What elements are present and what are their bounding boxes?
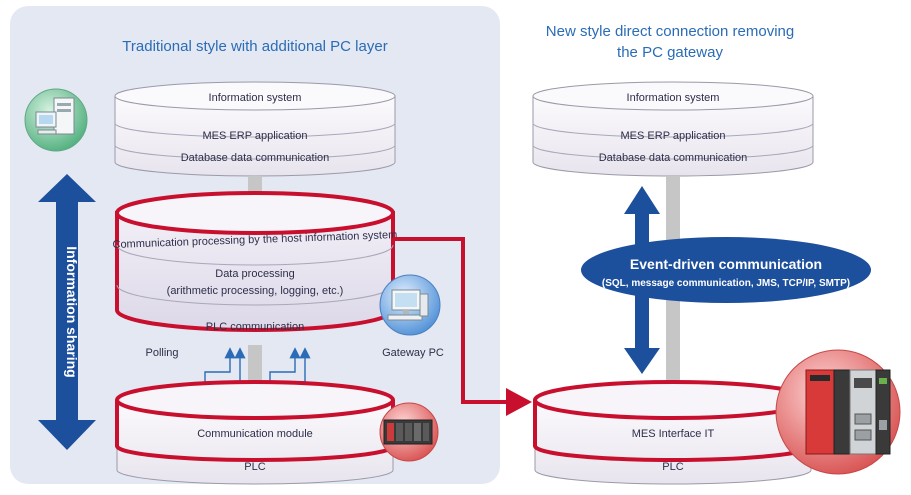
mes-interface-module-icon [775, 349, 901, 475]
left-info-system-label: Information system [209, 92, 302, 104]
right-information-system-cylinder: Information system MES ERP application D… [532, 81, 814, 177]
information-sharing-arrow: Information sharing [38, 174, 96, 450]
left-plc-cylinder: Communication module PLC [115, 380, 395, 485]
gateway-pc-label: Gateway PC [382, 347, 444, 359]
right-mes-erp-label: MES ERP application [621, 130, 726, 142]
left-plc-label: PLC [244, 461, 265, 473]
event-driven-title: Event-driven communication [630, 256, 822, 272]
desktop-pc-icon [379, 274, 441, 336]
server-computer-icon [24, 88, 88, 152]
right-panel-title-line1: New style direct connection removing [546, 23, 794, 40]
information-sharing-label: Information sharing [64, 246, 80, 377]
event-driven-protocols: (SQL, message communication, JMS, TCP/IP… [602, 278, 850, 289]
left-mes-erp-label: MES ERP application [203, 130, 308, 142]
event-driven-communication-badge: Event-driven communication (SQL, message… [581, 237, 871, 303]
gateway-to-mes-red-arrow [393, 237, 532, 416]
left-information-system-cylinder: Information system MES ERP application D… [114, 81, 396, 177]
left-panel-title: Traditional style with additional PC lay… [122, 38, 387, 55]
polling-label: Polling [145, 347, 178, 359]
gateway-processing-cylinder: Communication processing by the host inf… [112, 191, 397, 333]
data-processing-label: Data processing [215, 268, 295, 280]
mes-interface-label: MES Interface IT [632, 428, 715, 440]
plc-communication-label: PLC communication [206, 321, 304, 333]
communication-module-label: Communication module [197, 428, 313, 440]
left-database-label: Database data communication [181, 152, 330, 164]
right-plc-label: PLC [662, 461, 683, 473]
data-processing-detail-label: (arithmetic processing, logging, etc.) [167, 285, 344, 297]
right-panel-title-line2: the PC gateway [617, 44, 723, 61]
right-info-system-label: Information system [627, 92, 720, 104]
right-plc-cylinder: MES Interface IT PLC [533, 380, 813, 485]
plc-rack-icon [379, 402, 439, 462]
right-database-label: Database data communication [599, 152, 748, 164]
